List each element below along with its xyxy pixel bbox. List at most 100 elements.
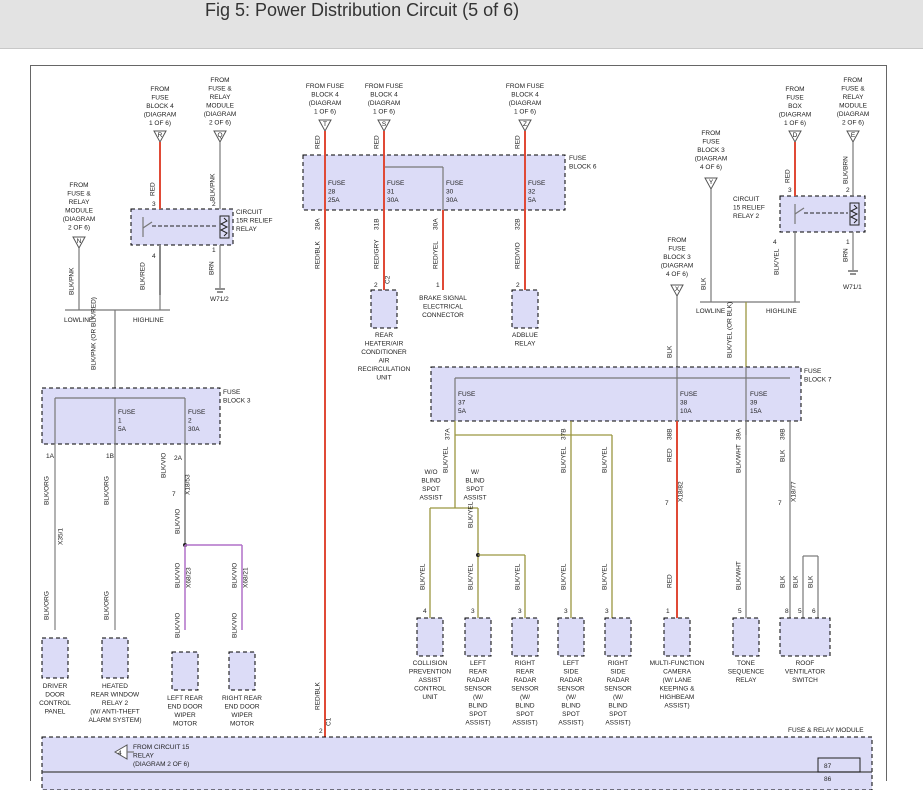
label-line: REAR WINDOW — [91, 692, 140, 699]
svg-text:RED: RED — [667, 448, 674, 462]
label-line: FROM — [785, 86, 804, 93]
label-line: DRIVER — [43, 683, 68, 690]
svg-text:W71/2: W71/2 — [210, 296, 229, 303]
svg-text:X68/23: X68/23 — [186, 567, 193, 588]
svg-text:1: 1 — [212, 247, 216, 254]
label-line: SEQUENCE — [728, 669, 765, 676]
label-line: RELAY 2 — [733, 213, 760, 220]
svg-text:BLK/YEL: BLK/YEL — [774, 248, 781, 275]
label-line: BLOCK 4 — [311, 92, 339, 99]
label-line: BLIND — [561, 703, 580, 710]
svg-text:BLK/PNK: BLK/PNK — [69, 267, 76, 295]
svg-text:3: 3 — [152, 201, 156, 208]
svg-text:FUSE & RELAY MODULE: FUSE & RELAY MODULE — [788, 727, 864, 734]
svg-text:BLK: BLK — [780, 575, 787, 588]
label-line: (W/ LANE — [663, 677, 693, 684]
svg-text:BLK/VIO: BLK/VIO — [175, 509, 182, 534]
label-line: 2 OF 6) — [68, 225, 90, 232]
label-line: FROM — [701, 130, 720, 137]
svg-text:1: 1 — [436, 282, 440, 289]
label-line: LEFT — [563, 660, 579, 667]
label-line: 5A — [118, 426, 127, 433]
svg-text:RED/VIO: RED/VIO — [515, 242, 522, 269]
label-line: BLIND — [421, 478, 440, 485]
label-line: SPOT — [422, 486, 440, 493]
label-line: BLIND — [465, 478, 484, 485]
label-line: COLLISION — [413, 660, 448, 667]
label-line: SIDE — [610, 669, 626, 676]
label-line: SENSOR — [464, 686, 492, 693]
label-line: 1 OF 6) — [514, 109, 536, 116]
svg-text:X35/1: X35/1 — [58, 528, 65, 545]
label-line: DOOR — [45, 692, 65, 699]
label-line: REAR — [469, 669, 487, 676]
svg-text:BLK/VIO: BLK/VIO — [161, 453, 168, 478]
svg-text:BLK/YEL: BLK/YEL — [468, 501, 475, 528]
svg-text:BLK/YEL: BLK/YEL — [468, 563, 475, 590]
label-line: HEATER/AIR — [365, 341, 404, 348]
label-line: WIPER — [231, 712, 253, 719]
label-line: FROM CIRCUIT 15 — [133, 744, 190, 751]
svg-text:2: 2 — [846, 187, 850, 194]
source-z-triangle: Z — [518, 119, 532, 133]
label-line: SIDE — [563, 669, 579, 676]
label-line: FUSE & — [67, 191, 91, 198]
label-line: TONE — [737, 660, 756, 667]
svg-text:D: D — [793, 132, 798, 139]
source-n-triangle: N — [72, 236, 86, 250]
label-line: FUSE — [680, 391, 698, 398]
svg-text:30A: 30A — [433, 218, 440, 230]
svg-text:BLK/VIO: BLK/VIO — [232, 613, 239, 638]
label-line: UNIT — [376, 375, 391, 382]
source-s-triangle: S — [377, 119, 391, 133]
label-line: RELAY — [210, 94, 231, 101]
svg-text:BLK/PNK (OR BLK/RED): BLK/PNK (OR BLK/RED) — [91, 297, 98, 370]
svg-text:RED/YEL: RED/YEL — [433, 241, 440, 269]
label-line: MOTOR — [173, 721, 197, 728]
label-line: RADAR — [514, 677, 537, 684]
label-line: RECIRCULATION — [358, 366, 411, 373]
label-line: ASSIST — [418, 677, 441, 684]
svg-text:Z: Z — [523, 121, 527, 128]
label-line: RELAY — [736, 677, 757, 684]
ground-w71-1: W71/1 — [843, 270, 862, 291]
label-line: 2 OF 6) — [842, 120, 864, 127]
label-line: 15 RELIEF — [733, 205, 765, 212]
label-line: 1 OF 6) — [149, 120, 171, 127]
svg-text:BLK/ORG: BLK/ORG — [44, 591, 51, 620]
label-line: MULTI-FUNCTION — [650, 660, 705, 667]
source-d-triangle: D — [788, 130, 802, 144]
svg-text:BLK/YEL: BLK/YEL — [420, 563, 427, 590]
label-line: ASSIST) — [558, 720, 583, 727]
source-y-triangle: Y — [704, 177, 718, 191]
label-line: BOX — [788, 103, 802, 110]
label-line: (DIAGRAM — [144, 112, 177, 119]
svg-text:W71/1: W71/1 — [843, 284, 862, 291]
svg-text:BLK/WHT: BLK/WHT — [736, 561, 743, 590]
svg-text:4: 4 — [773, 239, 777, 246]
svg-text:HIGHLINE: HIGHLINE — [766, 308, 797, 315]
label-line: 15A — [750, 408, 762, 415]
label-line: BLOCK 6 — [569, 164, 597, 171]
svg-text:BLK/YEL: BLK/YEL — [602, 446, 609, 473]
label-line: CONNECTOR — [422, 312, 464, 319]
svg-text:RED/BLK: RED/BLK — [315, 682, 322, 710]
